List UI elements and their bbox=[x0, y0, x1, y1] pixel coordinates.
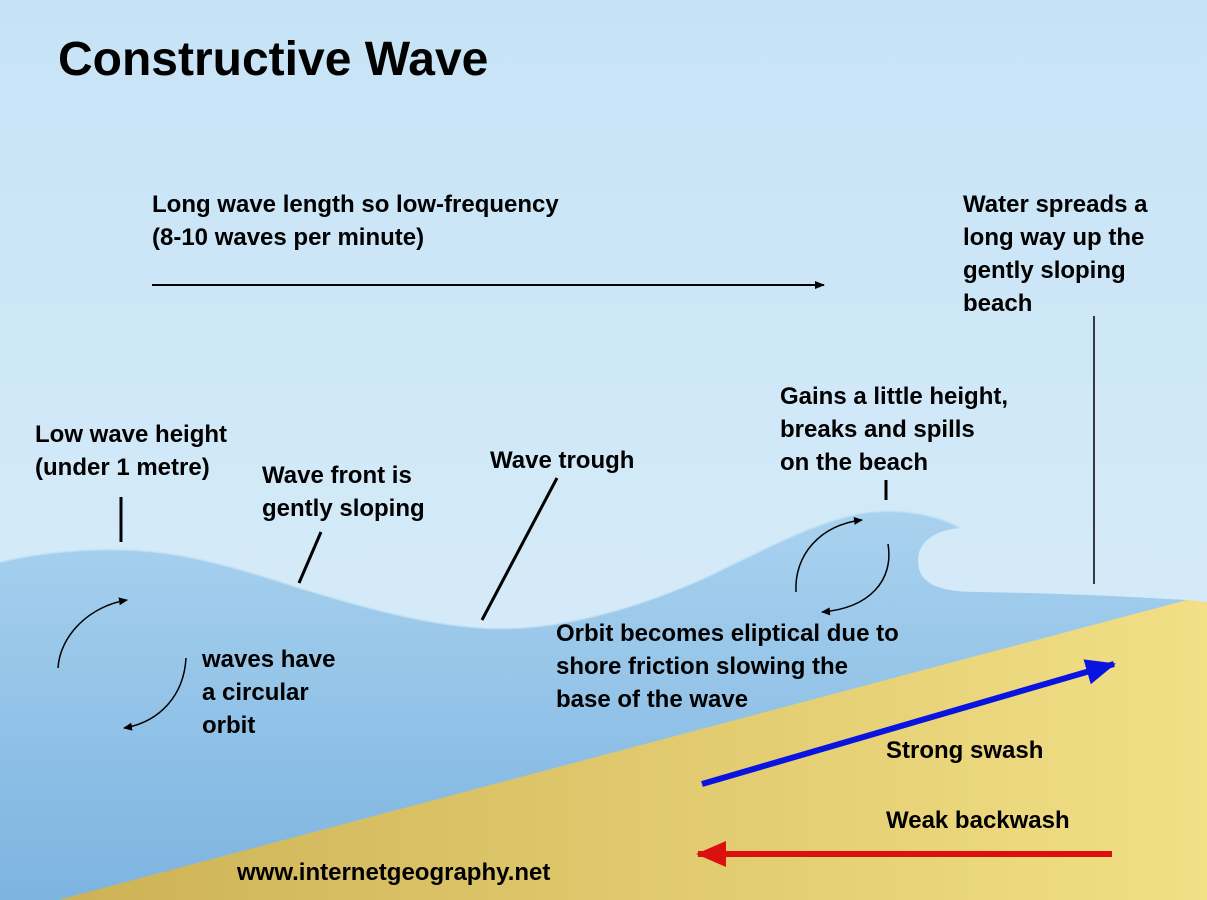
circular-orbit-label: waves have a circular orbit bbox=[202, 643, 335, 742]
spreads-label-line: gently sloping bbox=[963, 257, 1126, 284]
low-height-label-line: Low wave height bbox=[35, 421, 228, 448]
circular-orbit-label-line: waves have bbox=[202, 646, 336, 673]
wave-front-label: Wave front is gently sloping bbox=[262, 459, 425, 525]
circular-orbit-label-line: a circular bbox=[202, 679, 309, 706]
wave-front-label-line: Wave front is bbox=[262, 462, 412, 489]
spreads-label-line: beach bbox=[963, 290, 1033, 317]
circular-orbit-arrow-lower bbox=[123, 657, 187, 731]
gains-label-line: breaks and spills bbox=[780, 416, 975, 443]
elliptical-orbit-label-line: base of the wave bbox=[556, 686, 749, 713]
elliptical-orbit-label: Orbit becomes eliptical due to shore fri… bbox=[556, 617, 899, 716]
low-height-label-line: (under 1 metre) bbox=[35, 454, 210, 481]
elliptical-orbit-arrow-upper bbox=[795, 516, 863, 593]
swash-label: Strong swash bbox=[886, 737, 1044, 764]
spreads-label: Water spreads a long way up the gently s… bbox=[963, 188, 1148, 320]
gains-label: Gains a little height, breaks and spills… bbox=[780, 380, 1008, 479]
gains-label-line: Gains a little height, bbox=[780, 383, 1009, 410]
trough-pointer-line bbox=[480, 477, 559, 621]
website-credit: www.internetgeography.net bbox=[237, 859, 551, 886]
elliptical-orbit-arrow-lower bbox=[821, 543, 890, 616]
diagram-title: Constructive Wave bbox=[58, 33, 489, 86]
backwash-label: Weak backwash bbox=[886, 807, 1070, 834]
wave-front-label-line: gently sloping bbox=[262, 495, 425, 522]
wavelength-label: Long wave length so low-frequency (8-10 … bbox=[152, 188, 559, 254]
elliptical-orbit-label-line: Orbit becomes eliptical due to bbox=[556, 620, 899, 647]
spreads-label-line: Water spreads a bbox=[963, 191, 1148, 218]
low-height-label: Low wave height (under 1 metre) bbox=[35, 418, 227, 484]
trough-label: Wave trough bbox=[490, 447, 635, 474]
swash-arrow bbox=[701, 659, 1116, 787]
wave-front-pointer-line bbox=[297, 531, 323, 584]
beach-sand bbox=[58, 600, 1207, 900]
circular-orbit-label-line: orbit bbox=[202, 712, 256, 739]
spreads-label-line: long way up the bbox=[963, 224, 1145, 251]
elliptical-orbit-label-line: shore friction slowing the bbox=[556, 653, 849, 680]
wavelength-label-line: (8-10 waves per minute) bbox=[152, 224, 425, 251]
circular-orbit-arrow-upper bbox=[57, 597, 128, 669]
wavelength-label-line: Long wave length so low-frequency bbox=[152, 191, 559, 218]
gains-label-line: on the beach bbox=[780, 449, 929, 476]
wave-surface-line bbox=[0, 510, 961, 630]
